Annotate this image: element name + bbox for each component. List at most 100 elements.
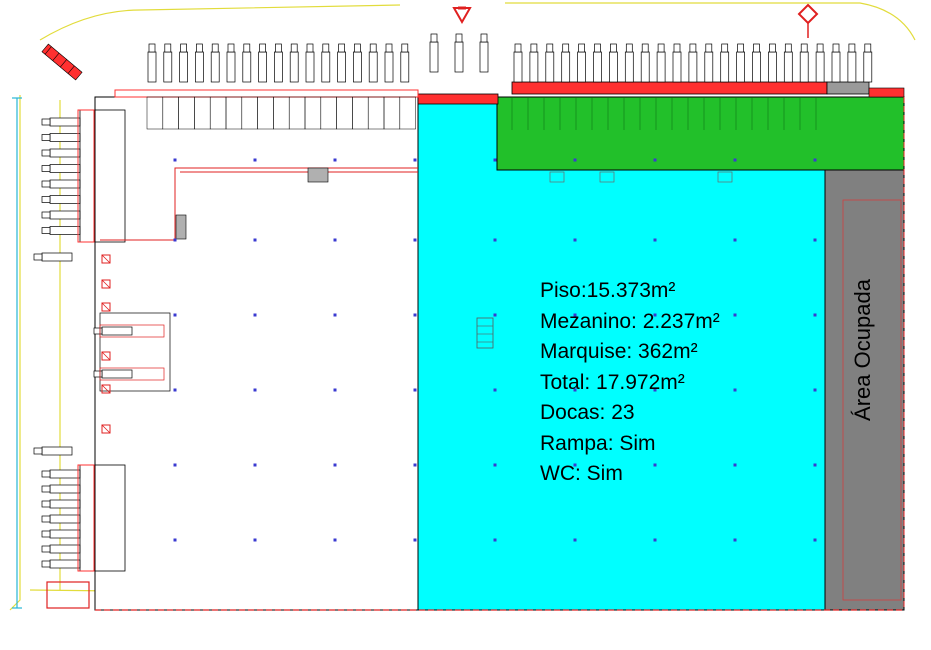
guard-house (46, 581, 90, 609)
column-dot (173, 538, 177, 542)
column-dot (733, 388, 737, 392)
truck (147, 43, 157, 83)
truck (831, 43, 841, 83)
top-dock-doors-left (146, 96, 416, 130)
side-dock-trucks (33, 117, 133, 569)
stat-mezzanine: Mezanino: 2.237m² (540, 309, 720, 333)
column-dot (333, 313, 337, 317)
column-dot (173, 388, 177, 392)
column-dot (653, 313, 657, 317)
truck (41, 179, 81, 189)
mezzanine-stairs (549, 171, 733, 183)
stat-total: Total: 17.972m² (540, 370, 685, 394)
column-dot (333, 463, 337, 467)
truck (289, 43, 299, 83)
truck (41, 484, 81, 494)
door-marker (101, 351, 111, 361)
column-dot (413, 388, 417, 392)
truck (41, 226, 81, 235)
truck (41, 499, 81, 509)
truck (768, 43, 777, 83)
truck (242, 43, 252, 83)
column-dot (333, 388, 337, 392)
side-dock-red-bottom (77, 464, 95, 572)
truck (545, 43, 555, 83)
column-dot (413, 538, 417, 542)
left-dimension-line (12, 97, 22, 609)
truck (41, 469, 81, 479)
column-dot (333, 158, 337, 162)
truck (384, 43, 394, 83)
truck (41, 514, 81, 524)
truck (41, 164, 81, 173)
truck (321, 43, 331, 83)
truck (305, 43, 315, 83)
column-dot (813, 238, 817, 242)
side-door-markers (101, 254, 111, 434)
door-marker-cross (101, 424, 111, 434)
door-marker (101, 254, 111, 264)
column-dot (253, 463, 257, 467)
column-dot (573, 313, 577, 317)
truck (429, 33, 439, 73)
column-dot (253, 388, 257, 392)
column-dot (493, 238, 497, 242)
truck (577, 43, 586, 83)
truck (640, 43, 650, 83)
truck (226, 43, 236, 83)
truck (368, 43, 378, 83)
mezzanine-grid (511, 97, 817, 130)
access-ramp-icon (41, 43, 83, 81)
floor-area (417, 96, 826, 611)
column-dot (573, 463, 577, 467)
center-bays (99, 312, 171, 392)
equipment-box (307, 167, 329, 183)
truck (704, 43, 714, 83)
column-dot (253, 158, 257, 162)
door-marker-cross (101, 351, 111, 361)
door-marker-cross (101, 254, 111, 264)
stair-icon (476, 317, 494, 349)
truck (400, 43, 410, 83)
dock-marquee (114, 81, 905, 105)
truck (179, 43, 188, 83)
column-dot (813, 463, 817, 467)
column-dot (813, 313, 817, 317)
truck (799, 43, 809, 83)
truck (593, 43, 602, 83)
column-dot (253, 313, 257, 317)
truck (33, 446, 73, 456)
occupied-area-label-box: Área Ocupada (833, 220, 893, 480)
column-dot (413, 463, 417, 467)
column-dot (493, 388, 497, 392)
truck (752, 43, 761, 83)
column-dot (653, 388, 657, 392)
column-dot (173, 463, 177, 467)
property-stats: Piso:15.373m² Mezanino: 2.237m² Marquise… (540, 276, 720, 490)
truck (624, 43, 634, 83)
occupied-area-label: Área Ocupada (850, 279, 875, 421)
door-marker-cross (101, 279, 111, 289)
truck (720, 43, 730, 83)
truck (337, 43, 346, 83)
truck (815, 43, 825, 83)
column-dot (573, 158, 577, 162)
column-dot (813, 538, 817, 542)
column-dot (173, 158, 177, 162)
column-dot (653, 158, 657, 162)
truck (195, 43, 204, 83)
column-dot (493, 538, 497, 542)
truck (41, 559, 81, 569)
column-dot (413, 313, 417, 317)
truck (41, 133, 81, 142)
truck (736, 43, 745, 83)
truck (274, 43, 283, 83)
truck (529, 43, 539, 83)
stat-floor-area: Piso:15.373m² (540, 279, 676, 302)
truck (672, 43, 682, 83)
door-marker (101, 302, 111, 312)
truck (41, 148, 81, 158)
column-dot (333, 238, 337, 242)
truck (41, 210, 81, 220)
column-dot (653, 538, 657, 542)
